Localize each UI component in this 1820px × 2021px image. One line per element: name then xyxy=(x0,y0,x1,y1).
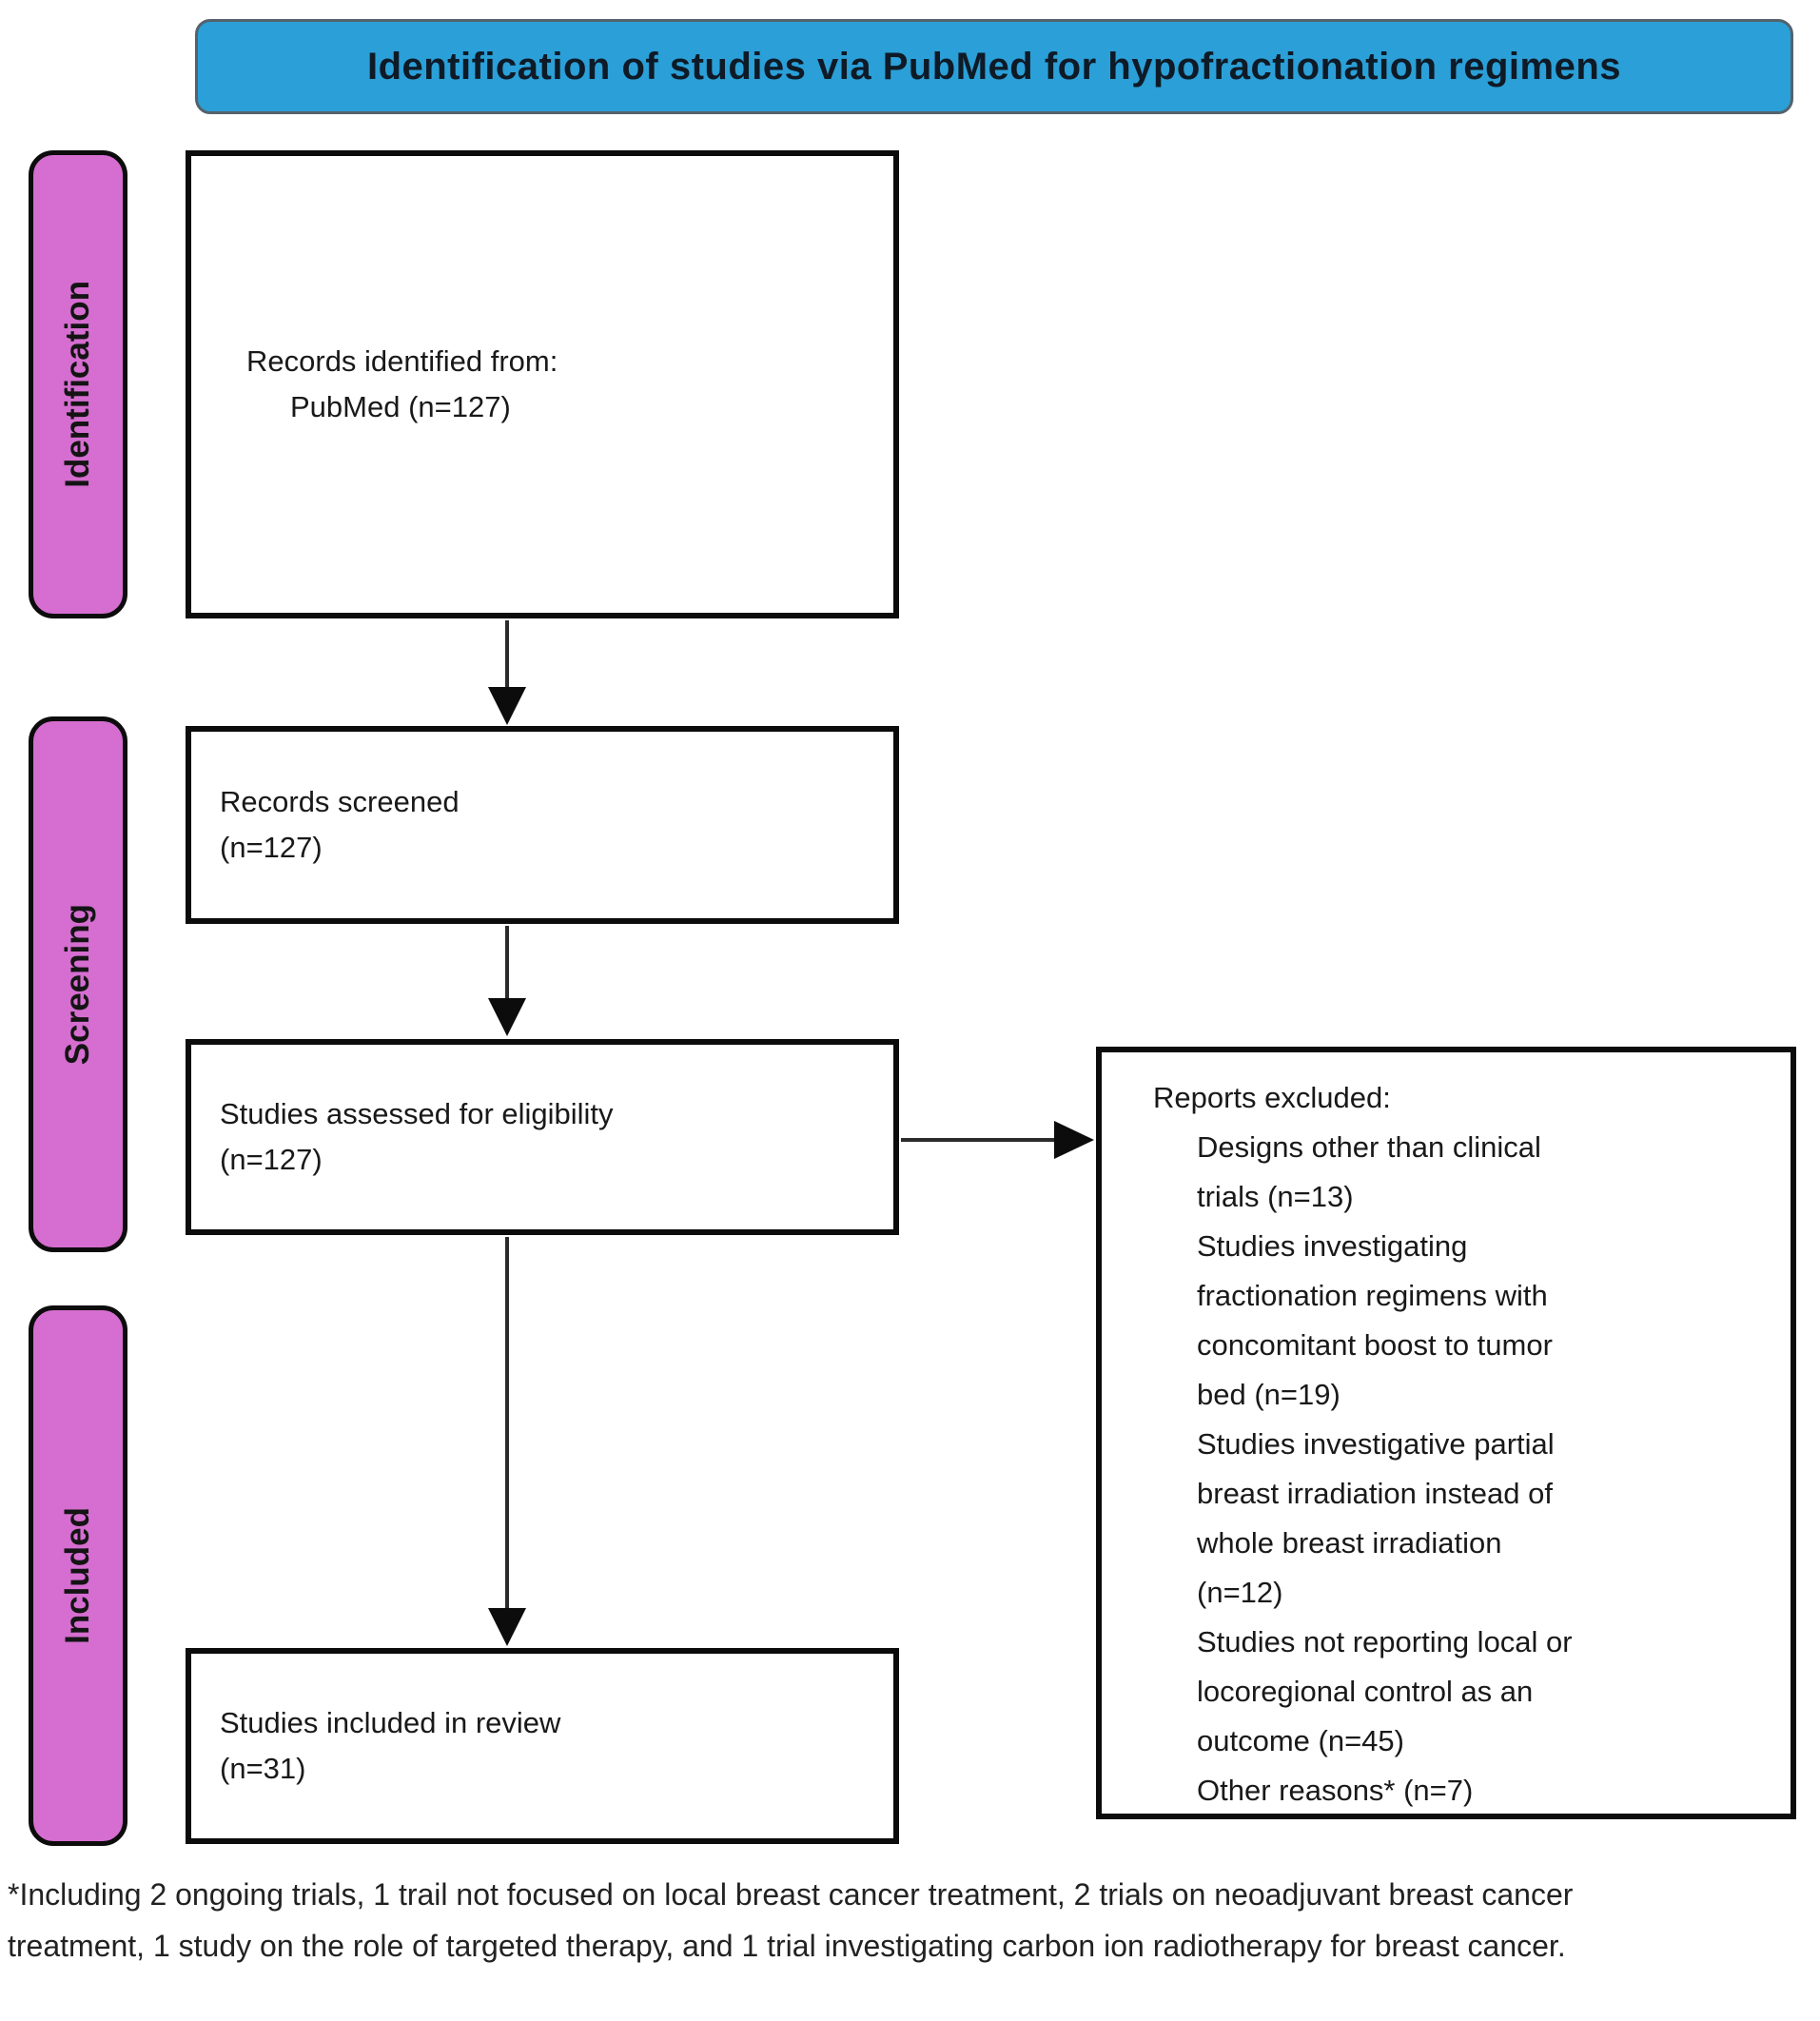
excluded-item: Other reasons* (n=7) xyxy=(1197,1766,1768,1815)
excluded-item: Studies investigating fractionation regim… xyxy=(1197,1222,1768,1420)
studies-assessed-line-2: (n=127) xyxy=(220,1143,323,1176)
reports-excluded-title: Reports excluded: xyxy=(1153,1081,1391,1114)
excluded-item-line: bed (n=19) xyxy=(1197,1378,1341,1411)
records-screened-line-1: Records screened xyxy=(220,785,460,818)
studies-included-line-1: Studies included in review xyxy=(220,1706,561,1739)
stage-label-included: Included xyxy=(29,1305,127,1846)
excluded-item: Designs other than clinical trials (n=13) xyxy=(1197,1123,1768,1222)
footnote: *Including 2 ongoing trials, 1 trail not… xyxy=(8,1877,1574,1963)
excluded-items: Designs other than clinical trials (n=13)… xyxy=(1153,1123,1768,1815)
excluded-item-line: locoregional control as an xyxy=(1197,1675,1534,1708)
records-screened-line-2: (n=127) xyxy=(220,831,323,864)
box-reports-excluded: Reports excluded: Designs other than cli… xyxy=(1096,1047,1796,1819)
arrow-screened-to-assessed-shaft xyxy=(505,926,509,1000)
stage-label-identification-text: Identification xyxy=(59,281,96,488)
excluded-item: Studies not reporting local or locoregion… xyxy=(1197,1618,1768,1766)
excluded-item-line: Studies not reporting local or xyxy=(1197,1625,1573,1658)
stage-label-screening: Screening xyxy=(29,716,127,1252)
stage-label-included-text: Included xyxy=(59,1507,96,1644)
arrow-assessed-to-excluded-head xyxy=(1054,1121,1094,1159)
box-records-screened: Records screened (n=127) xyxy=(186,726,899,924)
box-studies-assessed: Studies assessed for eligibility (n=127) xyxy=(186,1039,899,1235)
diagram-title: Identification of studies via PubMed for… xyxy=(366,45,1622,88)
stage-label-screening-text: Screening xyxy=(59,903,96,1066)
arrow-assessed-to-excluded-shaft xyxy=(901,1138,1056,1142)
arrow-screened-to-assessed-head xyxy=(488,998,526,1036)
excluded-item-line: Designs other than clinical xyxy=(1197,1130,1541,1164)
excluded-item-line: breast irradiation instead of xyxy=(1197,1477,1553,1510)
excluded-item-line: Studies investigating xyxy=(1197,1229,1468,1263)
studies-included-line-2: (n=31) xyxy=(220,1752,306,1785)
excluded-item-line: fractionation regimens with xyxy=(1197,1279,1548,1312)
arrow-identified-to-screened-shaft xyxy=(505,620,509,693)
records-identified-line-1: Records identified from: xyxy=(246,344,558,378)
diagram-title-banner: Identification of studies via PubMed for… xyxy=(195,19,1793,114)
box-studies-included: Studies included in review (n=31) xyxy=(186,1648,899,1844)
studies-assessed-line-1: Studies assessed for eligibility xyxy=(220,1097,614,1130)
excluded-item-line: trials (n=13) xyxy=(1197,1180,1354,1213)
excluded-item-line: outcome (n=45) xyxy=(1197,1724,1404,1757)
excluded-item-line: concomitant boost to tumor xyxy=(1197,1328,1553,1362)
excluded-item-line: Other reasons* (n=7) xyxy=(1197,1774,1474,1807)
excluded-item: Studies investigative partial breast irra… xyxy=(1197,1420,1768,1618)
arrow-assessed-to-included-head xyxy=(488,1608,526,1646)
stage-label-identification: Identification xyxy=(29,150,127,618)
excluded-item-line: (n=12) xyxy=(1197,1576,1283,1609)
arrow-identified-to-screened-head xyxy=(488,687,526,725)
arrow-assessed-to-included-shaft xyxy=(505,1237,509,1610)
excluded-item-line: Studies investigative partial xyxy=(1197,1427,1555,1461)
box-records-identified: Records identified from: PubMed (n=127) xyxy=(186,150,899,618)
excluded-item-line: whole breast irradiation xyxy=(1197,1526,1502,1560)
records-identified-line-2: PubMed (n=127) xyxy=(290,390,511,423)
